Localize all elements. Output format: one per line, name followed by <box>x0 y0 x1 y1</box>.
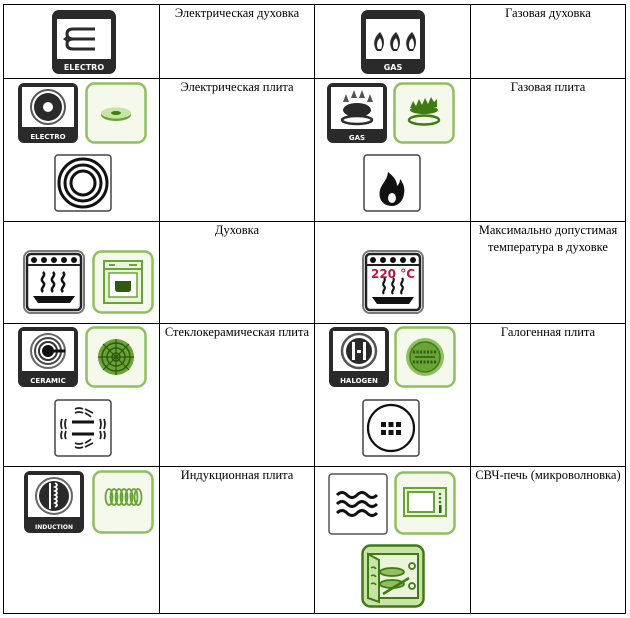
max-temp-label: Максимально допустимая температура в дух… <box>470 221 626 324</box>
electric-oven-label: Электрическая духовка <box>159 4 315 79</box>
cookware-symbols-table: ELECTRO Электрическая духовка GAS Газова… <box>3 4 626 614</box>
microwave-label: СВЧ-печь (микроволновка) <box>470 466 626 614</box>
halogen-hob-green-icon <box>394 326 456 388</box>
icons-cell: HALOGEN <box>314 323 471 467</box>
halogen-dots-icon <box>362 399 420 457</box>
electric-oven-icon: ELECTRO <box>51 9 117 75</box>
icons-cell: 220 °C <box>314 221 471 324</box>
microwave-waves-icon <box>328 473 388 535</box>
halogen-hob-label: Галогенная плита <box>470 323 626 467</box>
oven-steam-icon <box>23 250 85 314</box>
svg-text:ELECTRO: ELECTRO <box>64 63 105 72</box>
icons-cell: ELECTRO <box>3 4 160 79</box>
icons-cell: GAS <box>314 78 471 222</box>
svg-text:ELECTRO: ELECTRO <box>30 133 65 141</box>
table-row: INDUCTION Индукционная плита <box>3 466 626 614</box>
gas-hob-label: Газовая плита <box>470 78 626 222</box>
oven-green-icon <box>92 250 154 314</box>
svg-text:GAS: GAS <box>349 134 365 142</box>
oven-label: Духовка <box>159 221 315 324</box>
svg-text:CERAMIC: CERAMIC <box>30 377 65 385</box>
svg-text:220 °C: 220 °C <box>371 267 415 281</box>
induction-hob-icon: INDUCTION <box>23 470 85 534</box>
icons-cell: ELECTRO <box>3 78 160 222</box>
induction-coil-green-icon <box>92 470 154 534</box>
oven-max-temp-icon: 220 °C <box>362 250 424 314</box>
microwave-green-icon <box>394 471 456 535</box>
gas-burner-icon: GAS <box>326 82 388 144</box>
icons-cell <box>3 221 160 324</box>
halogen-hob-icon: HALOGEN <box>328 326 390 388</box>
electric-hob-label: Электрическая плита <box>159 78 315 222</box>
icons-cell: CERAMIC <box>3 323 160 467</box>
flame-icon <box>363 154 421 212</box>
gas-burner-green-icon <box>393 82 455 144</box>
microwave-open-green-icon <box>361 544 425 608</box>
table-row: CERAMIC <box>3 323 626 467</box>
table-row: ELECTRO Электрическая п <box>3 78 626 222</box>
ceramic-hob-label: Стеклокерамическая плита <box>159 323 315 467</box>
gas-oven-label: Газовая духовка <box>470 4 626 79</box>
svg-text:HALOGEN: HALOGEN <box>340 377 378 385</box>
gas-oven-icon: GAS <box>360 9 426 75</box>
table-row: Духовка 220 °C Максимально допустимая те… <box>3 221 626 324</box>
ceramic-hob-icon: CERAMIC <box>17 326 79 388</box>
svg-text:GAS: GAS <box>384 63 403 72</box>
electric-hob-icon: ELECTRO <box>17 82 79 144</box>
induction-hob-label: Индукционная плита <box>159 466 315 614</box>
svg-text:INDUCTION: INDUCTION <box>35 524 73 531</box>
icons-cell: GAS <box>314 4 471 79</box>
electric-hob-green-icon <box>85 82 147 144</box>
electric-rings-icon <box>54 154 112 212</box>
ceramic-hob-green-icon <box>85 326 147 388</box>
ceramic-radiant-icon <box>54 399 112 457</box>
table-row: ELECTRO Электрическая духовка GAS Газова… <box>3 4 626 79</box>
icons-cell: INDUCTION <box>3 466 160 614</box>
icons-cell <box>314 466 471 614</box>
